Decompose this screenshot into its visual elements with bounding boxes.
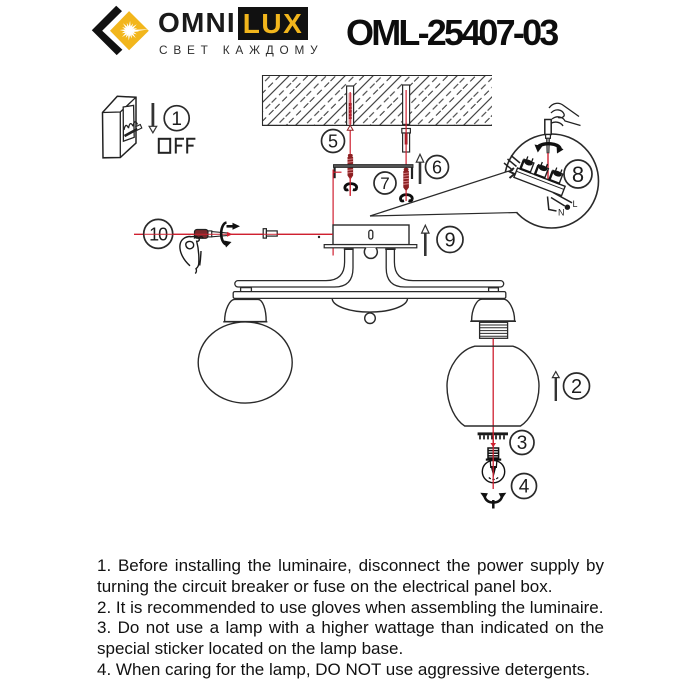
svg-text:5: 5 bbox=[328, 132, 338, 152]
svg-text:7: 7 bbox=[380, 174, 389, 193]
svg-text:9: 9 bbox=[444, 230, 455, 252]
svg-text:N: N bbox=[558, 208, 565, 218]
svg-text:2: 2 bbox=[571, 376, 582, 398]
svg-text:3: 3 bbox=[517, 433, 528, 454]
svg-text:4: 4 bbox=[519, 477, 530, 498]
svg-text:8: 8 bbox=[572, 162, 584, 187]
svg-text:6: 6 bbox=[432, 158, 442, 178]
svg-text:1: 1 bbox=[171, 109, 182, 130]
svg-text:L: L bbox=[573, 199, 578, 209]
